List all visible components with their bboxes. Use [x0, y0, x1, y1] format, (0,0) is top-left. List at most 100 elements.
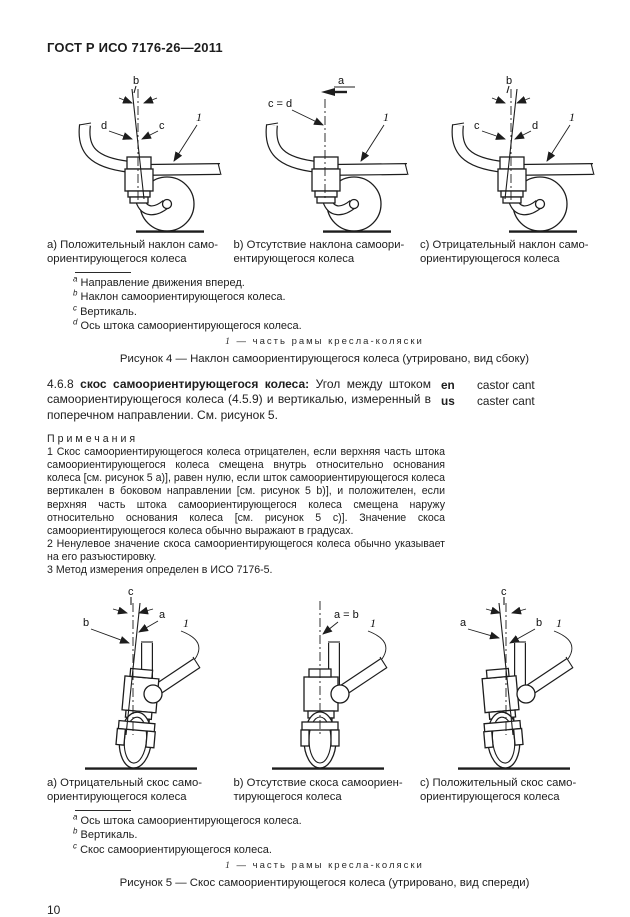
- legend-text: — часть рамы кресла-коляски: [236, 336, 424, 348]
- tube-joint: [329, 684, 350, 704]
- footnote-text: Вертикаль.: [80, 305, 137, 318]
- translation-row: en castor cant: [441, 378, 535, 394]
- figure5-panel-c: c a b 1 c) Положительный скос само- орие…: [420, 585, 602, 805]
- stem-housing: [310, 156, 341, 204]
- footnote-text: Направление движения вперед.: [80, 276, 245, 289]
- right-line-label: c: [159, 120, 165, 132]
- translation-lang: us: [441, 394, 455, 409]
- annotations: b c d 1: [474, 75, 575, 162]
- figure4-caption-b: b) Отсутствие наклона самоори- ентирующе…: [233, 239, 405, 266]
- footnote-separator: [75, 809, 131, 811]
- angle-label: b: [506, 75, 512, 87]
- footnote-marker: d: [73, 317, 78, 327]
- footnote-marker: a: [73, 274, 78, 284]
- figure5-panel-b: a = b 1 b) Отсутствие скоса самоориен- т…: [234, 585, 416, 805]
- figure4-panel-c: b c d 1 c) Отрицательный наклон само- ор…: [420, 73, 602, 267]
- caster-front-view-positive-cant-drawing: c a b 1: [458, 586, 574, 770]
- footnote-marker: b: [73, 826, 78, 836]
- frame-part-label: 1: [196, 110, 202, 124]
- right-line-label: d: [532, 120, 538, 132]
- left-line-label: d: [101, 120, 107, 132]
- caster-front-view-negative-cant-drawing: c b a 1: [83, 586, 201, 770]
- frame-tubes: [514, 641, 574, 697]
- figure5-caption-c: c) Положительный скос само- ориентирующе…: [420, 777, 577, 804]
- note-item-1: 1 Скос самоориентирующегося колеса отриц…: [47, 446, 445, 537]
- footnote-text: Ось штока самоориентирующегося колеса.: [80, 814, 302, 827]
- left-line-label: a: [460, 617, 467, 629]
- figure5-caption-b: b) Отсутствие скоса самоориен- тирующего…: [233, 777, 403, 804]
- angle-label: c: [501, 586, 507, 598]
- coincident-lines-label: a = b: [334, 609, 359, 621]
- page-number: 10: [47, 902, 61, 917]
- annotations: a = b 1: [321, 609, 386, 660]
- term-definition: 4.6.8 скос самоориентирующегося колеса: …: [47, 377, 431, 423]
- angle-label: b: [133, 75, 139, 87]
- legend-number: 1: [225, 337, 232, 348]
- annotations: c a b 1: [460, 586, 573, 660]
- note-item-3: 3 Метод измерения определен в ИСО 7176-5…: [47, 563, 273, 576]
- note-item-2: 2 Ненулевое значение скоса самоориентиру…: [47, 537, 445, 563]
- footnote-text: Наклон самоориентирующегося колеса.: [80, 291, 286, 304]
- figure4-panel-a: b d c 1 a) Положительный наклон само- ор…: [47, 73, 229, 267]
- frame-part-label: 1: [569, 110, 575, 124]
- figure5-panels-row: c b a 1 a) Отрицательный скос само- орие…: [47, 585, 602, 805]
- angle-label: c: [128, 586, 134, 598]
- figure4-panels-row: b d c 1 a) Положительный наклон само- ор…: [47, 73, 602, 267]
- notes-title: Примечания: [47, 433, 139, 446]
- figure5-title: Рисунок 5 — Скос самоориентирующегося ко…: [119, 876, 530, 889]
- caster-assembly: [299, 668, 340, 769]
- tube-joint: [143, 684, 163, 704]
- figure4-title: Рисунок 4 — Наклон самоориентирующегося …: [119, 353, 530, 366]
- footnote-marker: c: [73, 302, 77, 312]
- stem-axis-line: [125, 602, 141, 736]
- footnote-marker: c: [73, 840, 77, 850]
- direction-label: a: [338, 75, 345, 87]
- footnote-marker: b: [73, 288, 78, 298]
- term-name: скос самоориентирующегося колеса:: [80, 377, 310, 392]
- frame-part-label: 1: [370, 616, 376, 630]
- figure5-parts-legend: 1 — часть рамы кресла-коляски: [47, 860, 602, 871]
- right-line-label: b: [536, 617, 542, 629]
- footnote-text: Ось штока самоориентирующегося колеса.: [80, 319, 302, 332]
- figure5-caption-a: a) Отрицательный скос само- ориентирующе…: [47, 777, 203, 804]
- legend-number: 1: [225, 860, 232, 871]
- figure4-caption-a: a) Положительный наклон само- ориентирую…: [47, 239, 219, 266]
- translation-lang: en: [441, 378, 455, 393]
- footnote: a Направление движения вперед.: [73, 274, 602, 290]
- stem-axis-line: [504, 88, 518, 200]
- legend-text: — часть рамы кресла-коляски: [236, 859, 424, 871]
- translation-term: caster cant: [477, 394, 535, 409]
- figure4-footnotes: a Направление движения вперед. b Наклон …: [73, 271, 602, 333]
- annotations: c b a 1: [83, 586, 200, 660]
- term-entry-4-6-8: 4.6.8 скос самоориентирующегося колеса: …: [47, 377, 602, 423]
- term-translations: en castor cant us caster cant: [441, 377, 535, 423]
- stem-axis-line: [498, 602, 514, 736]
- footnote: b Наклон самоориентирующегося колеса.: [73, 288, 602, 304]
- footnote-marker: a: [73, 812, 78, 822]
- notes-block: Примечания 1 Скос самоориентирующегося к…: [47, 433, 445, 577]
- tube-joint: [516, 684, 536, 704]
- term-definition-text: Угол между штоком самоориентирующегося к…: [47, 377, 431, 422]
- caster-assembly: [115, 667, 160, 769]
- stem-axis-line: [131, 88, 145, 200]
- footnote: c Вертикаль.: [73, 302, 602, 319]
- caster-front-view-no-cant-drawing: a = b 1: [271, 601, 387, 770]
- footnote-text: Вертикаль.: [80, 829, 138, 842]
- figure4-caption-c: c) Отрицательный наклон само- ориентирую…: [420, 239, 589, 266]
- annotations: a c = d 1: [268, 75, 389, 162]
- figure4-panel-b: a c = d 1 b) Отсутствие наклона самоори-…: [234, 73, 416, 267]
- left-line-label: c: [474, 120, 480, 132]
- left-line-label: b: [83, 617, 89, 629]
- figure5-panel-a: c b a 1 a) Отрицательный скос само- орие…: [47, 585, 229, 805]
- annotations: b d c 1: [101, 75, 202, 162]
- footnote: a Ось штока самоориентирующегося колеса.: [73, 812, 602, 828]
- caster-side-view-negative-tilt-drawing: b c d 1: [451, 75, 595, 233]
- standard-designation: ГОСТ Р ИСО 7176-26—2011: [47, 40, 223, 55]
- footnote: b Вертикаль.: [73, 826, 602, 842]
- frame-part-label: 1: [556, 616, 562, 630]
- caster-side-view-positive-tilt-drawing: b d c 1: [78, 75, 222, 233]
- footnote-text: Скос самоориентирующегося колеса.: [80, 843, 272, 856]
- footnote: d Ось штока самоориентирующегося колеса.: [73, 317, 602, 333]
- coincident-lines-label: c = d: [268, 98, 292, 110]
